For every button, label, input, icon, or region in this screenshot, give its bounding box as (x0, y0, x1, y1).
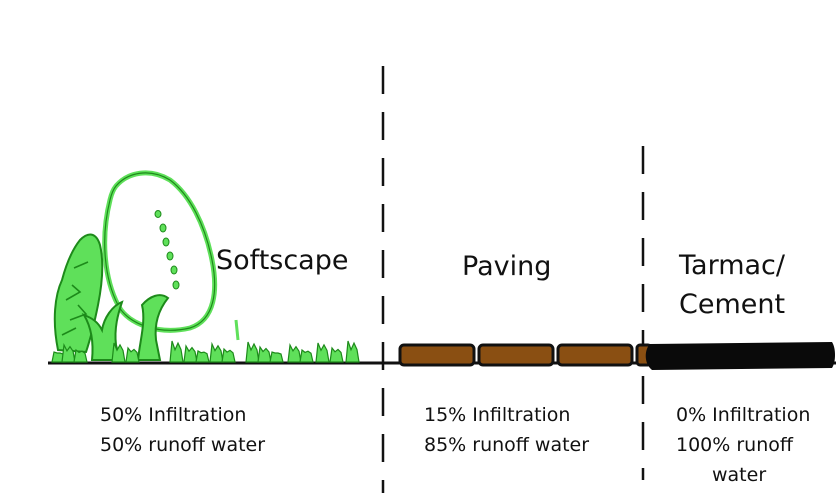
paving-infiltration: 15% Infiltration (424, 404, 571, 426)
tarmac-label-line2: Cement (679, 289, 786, 320)
paver (556, 343, 634, 367)
grass-tuft (269, 351, 284, 363)
grass-tuft (73, 348, 88, 363)
grass-tuft (315, 342, 330, 363)
paving-label: Paving (462, 251, 552, 282)
grass-tuft (221, 347, 236, 363)
grass-tuft (299, 348, 314, 363)
tarmac-label-line1: Tarmac/ (679, 250, 785, 281)
tarmac-slab (645, 342, 835, 370)
grass-tuft (111, 342, 126, 363)
grass-tuft (183, 344, 198, 363)
tarmac-infiltration: 0% Infiltration (676, 404, 811, 426)
tarmac-runoff-line1: 100% runoff (676, 434, 793, 456)
paver (398, 343, 476, 367)
grass-tuft (195, 350, 210, 363)
tarmac-runoff-line2: water (712, 464, 767, 486)
grass-tuft (209, 341, 224, 363)
vegetation-illustration (51, 170, 360, 363)
grass-tuft (125, 346, 140, 363)
softscape-runoff: 50% runoff water (100, 434, 266, 456)
paving-runoff: 85% runoff water (424, 434, 590, 456)
grass-tuft (287, 342, 302, 363)
grass-tuft (245, 341, 260, 363)
grass-tuft (169, 340, 184, 363)
paver (477, 343, 555, 367)
softscape-label: Softscape (216, 245, 349, 276)
grass-tuft (329, 346, 344, 363)
grass-tuft (257, 345, 272, 363)
paving-stones (398, 343, 653, 367)
tree-trunk (81, 300, 124, 361)
softscape-infiltration: 50% Infiltration (100, 404, 247, 426)
grass-tuft (345, 340, 360, 363)
